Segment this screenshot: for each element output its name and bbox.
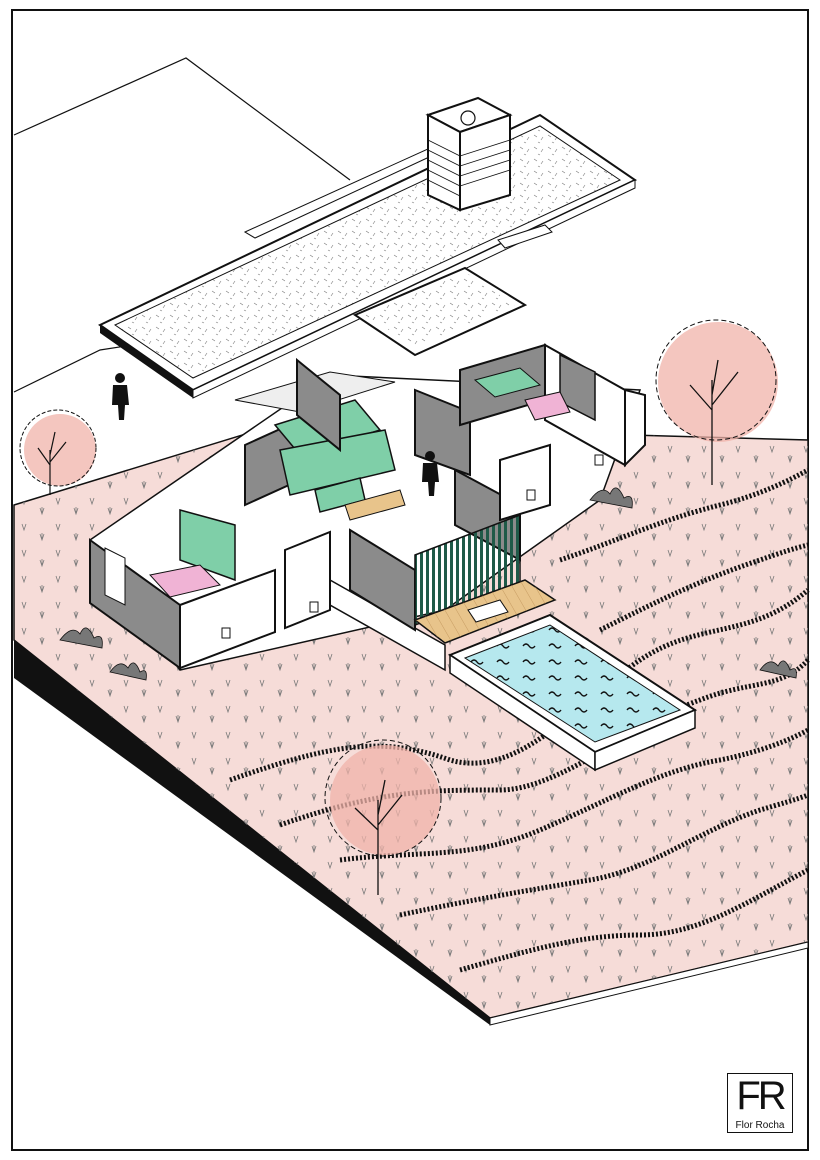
tree-icon <box>655 319 778 485</box>
left-bedroom-wing <box>89 509 276 670</box>
swimming-pool <box>447 613 698 772</box>
person-icon <box>112 373 129 420</box>
tree-icon <box>19 409 97 495</box>
terrain-base-edge <box>14 640 490 1025</box>
agave-plant-icon <box>59 487 797 681</box>
author-signature: FR Flor Rocha <box>727 1073 793 1133</box>
author-name: Flor Rocha <box>735 1120 785 1131</box>
chimney <box>425 96 513 212</box>
monogram: FR <box>736 1074 786 1118</box>
wooden-deck <box>413 579 557 644</box>
person-icon <box>422 451 439 496</box>
tree-icon <box>324 739 442 895</box>
kitchen <box>244 357 406 521</box>
right-bedroom-wing <box>459 343 646 522</box>
